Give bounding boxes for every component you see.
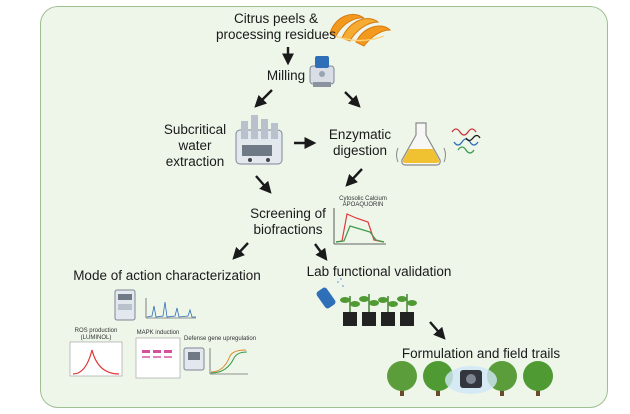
extraction-apparatus-icon — [235, 115, 283, 165]
arrow-milling-to-subcritical — [254, 89, 273, 108]
calcium-subtitle: APOAQUORIN — [342, 202, 384, 208]
arrow-screening-to-mode — [232, 242, 249, 260]
polymer-chains-icon — [451, 128, 481, 154]
enzymatic-label-line1: Enzymatic — [328, 127, 392, 142]
orange-peel-icon — [329, 14, 392, 47]
mapk-blot — [135, 337, 181, 379]
formulation-label: Formulation and field trails — [401, 346, 561, 361]
defense-title: Defense gene upregulation — [184, 336, 257, 342]
arrow-subcritical-to-screening — [255, 175, 272, 194]
subcritical-label-line3: extraction — [165, 154, 225, 169]
potted-plants-icon — [340, 294, 417, 326]
mapk-title: MAPK induction — [136, 330, 180, 336]
hplc-icon — [114, 289, 136, 321]
calcium-chart — [333, 208, 386, 245]
arrow-lab-to-formulation — [429, 321, 446, 340]
enzymatic-label-line2: digestion — [332, 143, 388, 158]
milling-label: Milling — [266, 68, 306, 83]
qpcr-icon — [183, 347, 205, 371]
ros-title: ROS production (LUMINOL) — [66, 328, 126, 342]
subcritical-label: Subcritical water extraction — [150, 122, 240, 170]
ros-title-line2: (LUMINOL) — [80, 335, 112, 341]
citrus-label-line2: processing residues — [215, 27, 337, 42]
arrow-enzymatic-to-screening — [345, 168, 363, 187]
citrus-label: Citrus peels & processing residues — [196, 11, 356, 43]
ros-title-line1: ROS production — [74, 328, 118, 334]
screening-label: Screening of biofractions — [246, 206, 330, 238]
subcritical-label-line2: water — [178, 138, 212, 153]
chromatogram-chart — [145, 298, 196, 319]
defense-gene-chart — [209, 348, 248, 375]
calcium-title: Cytosolic Calcium — [339, 196, 387, 202]
flask-icon — [396, 122, 446, 166]
mode-of-action-label: Mode of action characterization — [73, 268, 261, 283]
arrow-screening-to-lab — [314, 243, 328, 261]
ros-chart — [69, 341, 123, 377]
citrus-label-line1: Citrus peels & — [233, 11, 319, 26]
mill-icon — [309, 56, 335, 87]
field-sprayer-icon — [445, 366, 497, 394]
lab-validation-label: Lab functional validation — [306, 264, 452, 279]
arrow-milling-to-enzymatic — [344, 91, 361, 108]
enzymatic-label: Enzymatic digestion — [320, 127, 400, 159]
screening-label-line2: biofractions — [253, 222, 323, 237]
spray-bottle-icon — [316, 278, 344, 309]
screening-label-line1: Screening of — [250, 206, 326, 221]
subcritical-label-line1: Subcritical — [163, 122, 227, 137]
